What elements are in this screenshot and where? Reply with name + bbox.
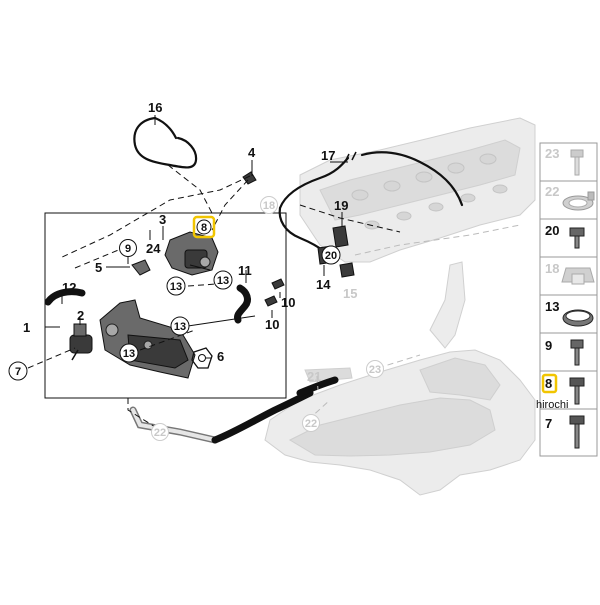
sidebar-row-18: 18 (539, 256, 598, 296)
hose-12 (44, 288, 86, 306)
callout-circle-18: 18 (260, 196, 278, 214)
ring-clamp-icon (562, 309, 594, 327)
parts-sidebar: 23 22 20 18 (536, 142, 598, 457)
svg-text:22: 22 (305, 418, 317, 430)
bolt-icon (569, 377, 585, 405)
svg-text:13: 13 (123, 348, 135, 360)
bolt-icon (570, 339, 584, 366)
converter-19 (332, 225, 349, 248)
callout-5: 5 (95, 260, 102, 275)
cylinder-head-ghost (299, 117, 536, 263)
callout-circle-22-b: 22 (302, 414, 320, 432)
bolt-icon (570, 149, 584, 176)
svg-text:23: 23 (545, 146, 559, 161)
callout-14: 14 (316, 277, 331, 292)
svg-text:13: 13 (170, 281, 182, 293)
group-frame (44, 212, 287, 399)
vacuum-line-16 (133, 116, 198, 169)
svg-text:20: 20 (545, 223, 559, 238)
callout-circle-22: 22 (151, 423, 169, 441)
intake-manifold-ghost (264, 261, 536, 496)
watermark-text: hirochi (536, 399, 568, 411)
callout-10a: 10 (281, 295, 295, 310)
callout-circle-13-d: 13 (119, 343, 139, 363)
svg-text:18: 18 (263, 200, 275, 212)
callout-11: 11 (238, 263, 252, 278)
coolant-hose (211, 389, 314, 444)
svg-text:7: 7 (15, 366, 21, 378)
callout-circle-13-a: 13 (213, 270, 233, 290)
hose-clamp-icon (562, 191, 595, 211)
callout-21: 21 (307, 369, 321, 384)
egr-valve-8 (164, 231, 219, 276)
callout-circle-23: 23 (366, 360, 384, 378)
callout-2: 2 (77, 308, 84, 323)
svg-text:13: 13 (545, 299, 559, 314)
sidebar-row-23: 23 (539, 142, 598, 182)
clamps-10 (264, 278, 285, 307)
callout-labels: 16 4 17 3 24 5 19 14 15 11 12 2 1 10 10 … (23, 100, 357, 384)
sidebar-highlight-8 (541, 373, 558, 394)
svg-text:20: 20 (325, 250, 337, 262)
clip-icon (561, 267, 595, 285)
actuator-2 (69, 323, 93, 361)
svg-text:7: 7 (545, 416, 552, 431)
callout-circle-13-c: 13 (170, 316, 190, 336)
svg-text:8: 8 (545, 376, 552, 391)
callout-1: 1 (23, 320, 30, 335)
callout-circle-9: 9 (119, 239, 137, 257)
sidebar-row-22: 22 (539, 180, 598, 220)
callout-17: 17 (321, 148, 335, 163)
callout-circle-13-b: 13 (166, 276, 186, 296)
svg-text:8: 8 (201, 222, 207, 234)
svg-text:9: 9 (125, 243, 131, 255)
callout-10b: 10 (265, 317, 279, 332)
callout-12: 12 (62, 280, 76, 295)
callout-15: 15 (343, 286, 357, 301)
sidebar-row-20: 20 (539, 218, 598, 258)
bolt-icon (569, 227, 585, 249)
hose-11 (234, 284, 251, 324)
svg-text:22: 22 (545, 184, 559, 199)
egr-cooler (99, 299, 196, 379)
svg-text:13: 13 (217, 275, 229, 287)
bracket-5 (131, 259, 151, 276)
part-15 (339, 262, 355, 278)
svg-text:13: 13 (174, 321, 186, 333)
svg-text:22: 22 (154, 427, 166, 439)
vacuum-line-17 (278, 156, 350, 210)
svg-text:18: 18 (545, 261, 559, 276)
callout-24: 24 (146, 241, 161, 256)
callout-highlight-8: 8 (192, 215, 216, 239)
callout-circle-7: 7 (8, 361, 28, 381)
circled-callouts: 9 13 13 13 13 7 20 18 (8, 196, 384, 441)
sidebar-row-9: 9 (539, 332, 598, 372)
sidebar-row-7: 7 (539, 408, 598, 457)
svg-text:9: 9 (545, 338, 552, 353)
callout-4: 4 (248, 145, 256, 160)
callout-16: 16 (148, 100, 162, 115)
bolt-icon (569, 415, 585, 449)
svg-text:23: 23 (369, 364, 381, 376)
sidebar-row-13: 13 (539, 294, 598, 334)
callout-19: 19 (334, 198, 348, 213)
callout-6: 6 (217, 349, 224, 364)
callout-3: 3 (159, 212, 166, 227)
callout-circle-20: 20 (321, 245, 341, 265)
